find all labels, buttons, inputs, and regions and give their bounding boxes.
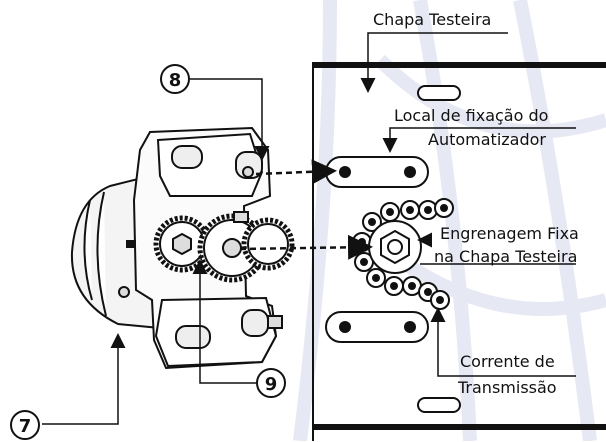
chapa-testeira-plate (312, 62, 606, 441)
automatizador-motor (70, 126, 295, 370)
top-slot (417, 85, 461, 101)
corrente-label-line2: Transmissão (458, 378, 557, 397)
engrenagem-label-line1: Engrenagem Fixa (440, 224, 579, 243)
corrente-label-line1: Corrente de (460, 352, 555, 371)
alignment-arrows (239, 159, 373, 260)
local-fixacao-label-line1: Local de fixação do (394, 106, 549, 125)
leader-lines (42, 32, 576, 425)
chapa-testeira-label: Chapa Testeira (373, 10, 492, 29)
fixed-sprocket (352, 198, 454, 310)
engrenagem-label-line2: na Chapa Testeira (434, 247, 578, 266)
bottom-slot (417, 397, 461, 413)
callout-9: 9 (256, 368, 286, 398)
callout-7: 7 (10, 410, 40, 440)
callout-8: 8 (160, 64, 190, 94)
local-fixacao-label-line2: Automatizador (428, 130, 546, 149)
lower-mount-slot (325, 311, 429, 343)
background-pattern (293, 0, 606, 441)
